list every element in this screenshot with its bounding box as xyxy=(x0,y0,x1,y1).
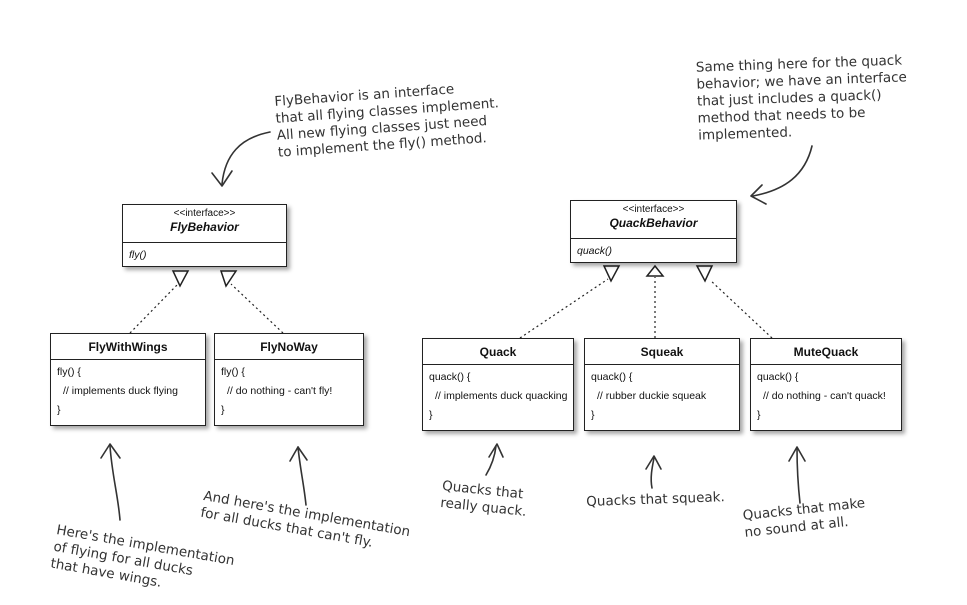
realization-triangle-flynoway xyxy=(219,270,238,288)
flywithwings-header: FlyWithWings xyxy=(51,334,205,360)
mutequack-line3: } xyxy=(757,409,761,421)
squeak-line2: // rubber duckie squeak xyxy=(597,390,707,402)
squeak-name: Squeak xyxy=(640,345,684,359)
squeak-header: Squeak xyxy=(585,339,739,365)
quackbehavior-stereotype: <<interface>> xyxy=(622,204,685,215)
flybehavior-interface-box: <<interface>> FlyBehavior fly() xyxy=(122,204,287,267)
flynoway-line3: } xyxy=(221,404,225,416)
squeak-body: quack() { // rubber duckie squeak } xyxy=(585,365,739,425)
quack-line1: quack() { xyxy=(429,371,471,383)
flybehavior-stereotype: <<interface>> xyxy=(173,208,236,219)
flywithwings-line3: } xyxy=(57,404,61,416)
quack-header: Quack xyxy=(423,339,573,365)
realization-line-flynoway xyxy=(230,283,284,334)
mutequack-header: MuteQuack xyxy=(751,339,901,365)
mutequack-line2: // do nothing - can't quack! xyxy=(763,390,886,402)
arrow-note-flynoway xyxy=(297,446,307,506)
quack-line2: // implements duck quacking xyxy=(435,390,568,402)
quackbehavior-header: <<interface>> QuackBehavior xyxy=(571,201,736,239)
flywithwings-name: FlyWithWings xyxy=(88,340,168,354)
realization-line-flywithwings xyxy=(129,283,179,334)
flynoway-line1: fly() { xyxy=(221,366,245,378)
arrow-note-quack xyxy=(485,445,497,476)
flynoway-name: FlyNoWay xyxy=(260,340,318,354)
flywithwings-class-box: FlyWithWings fly() { // implements duck … xyxy=(50,333,206,426)
flywithwings-line2: // implements duck flying xyxy=(63,385,178,397)
realization-line-mutequack xyxy=(709,279,773,339)
flynoway-class-box: FlyNoWay fly() { // do nothing - can't f… xyxy=(214,333,364,426)
realization-line-quack xyxy=(519,278,609,339)
quack-name: Quack xyxy=(479,345,517,359)
realization-triangle-flywithwings xyxy=(171,270,190,288)
arrow-note-squeak xyxy=(650,457,655,489)
flybehavior-method: fly() xyxy=(129,249,147,261)
quackbehavior-method: quack() xyxy=(577,245,613,257)
arrow-note-quackbehavior xyxy=(752,145,813,197)
realization-triangle-quack xyxy=(602,265,621,283)
quackbehavior-methods: quack() xyxy=(571,239,736,261)
flybehavior-methods: fly() xyxy=(123,243,286,265)
flynoway-body: fly() { // do nothing - can't fly! } xyxy=(215,360,363,420)
squeak-class-box: Squeak quack() { // rubber duckie squeak… xyxy=(584,338,740,431)
quack-body: quack() { // implements duck quacking } xyxy=(423,365,573,425)
realization-triangle-squeak xyxy=(645,264,665,277)
arrow-note-flybehavior xyxy=(221,131,271,185)
mutequack-class-box: MuteQuack quack() { // do nothing - can'… xyxy=(750,338,902,431)
squeak-line3: } xyxy=(591,409,595,421)
flywithwings-line1: fly() { xyxy=(57,366,81,378)
flybehavior-name: FlyBehavior xyxy=(170,220,239,234)
flynoway-line2: // do nothing - can't fly! xyxy=(227,385,333,397)
mutequack-name: MuteQuack xyxy=(793,345,859,359)
arrow-note-flywithwings xyxy=(109,445,121,521)
quack-line3: } xyxy=(429,409,433,421)
squeak-line1: quack() { xyxy=(591,371,633,383)
flynoway-header: FlyNoWay xyxy=(215,334,363,360)
quackbehavior-name: QuackBehavior xyxy=(609,216,698,230)
mutequack-body: quack() { // do nothing - can't quack! } xyxy=(751,365,901,425)
realization-triangle-mutequack xyxy=(695,265,714,283)
flybehavior-header: <<interface>> FlyBehavior xyxy=(123,205,286,243)
note-quackbehavior: Same thing here for the quack behavior; … xyxy=(696,52,909,144)
quack-class-box: Quack quack() { // implements duck quack… xyxy=(422,338,574,431)
flywithwings-body: fly() { // implements duck flying } xyxy=(51,360,205,420)
quackbehavior-interface-box: <<interface>> QuackBehavior quack() xyxy=(570,200,737,263)
arrow-note-mutequack xyxy=(796,447,801,504)
mutequack-line1: quack() { xyxy=(757,371,799,383)
